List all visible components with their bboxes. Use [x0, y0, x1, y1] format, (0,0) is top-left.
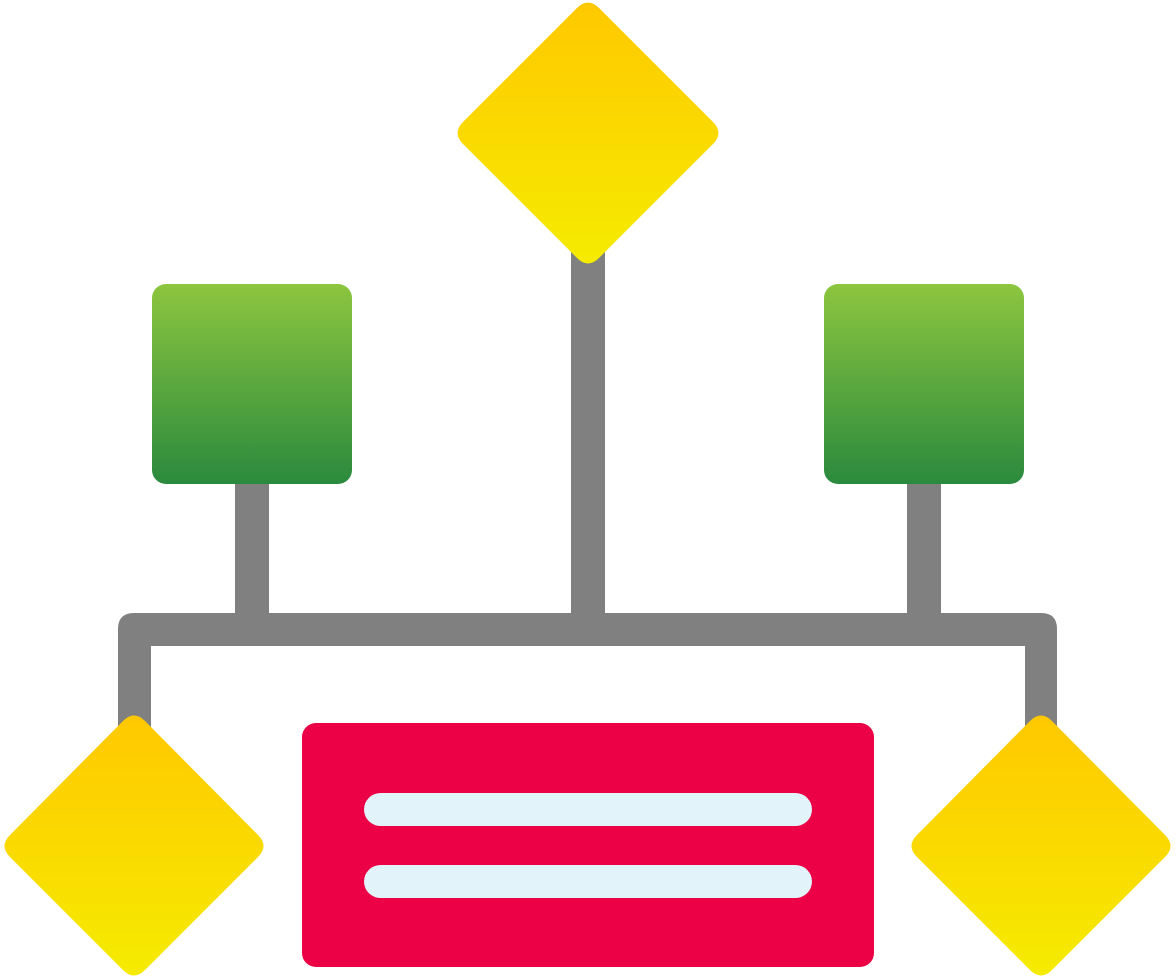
text-panel-line-2 [364, 865, 812, 898]
text-panel-line-1 [364, 793, 812, 826]
connector-horizontal-bar [118, 613, 1057, 735]
connector-left-box [235, 470, 269, 630]
box-node-left [152, 284, 352, 484]
diamond-node-top [457, 2, 719, 264]
connector-lines [118, 240, 1057, 735]
box-node-right [824, 284, 1024, 484]
connector-top [571, 240, 605, 630]
diamond-node-bottom-left [4, 715, 264, 976]
text-panel [302, 723, 874, 967]
connector-right-box [907, 470, 941, 630]
diamond-node-bottom-right [911, 715, 1171, 976]
